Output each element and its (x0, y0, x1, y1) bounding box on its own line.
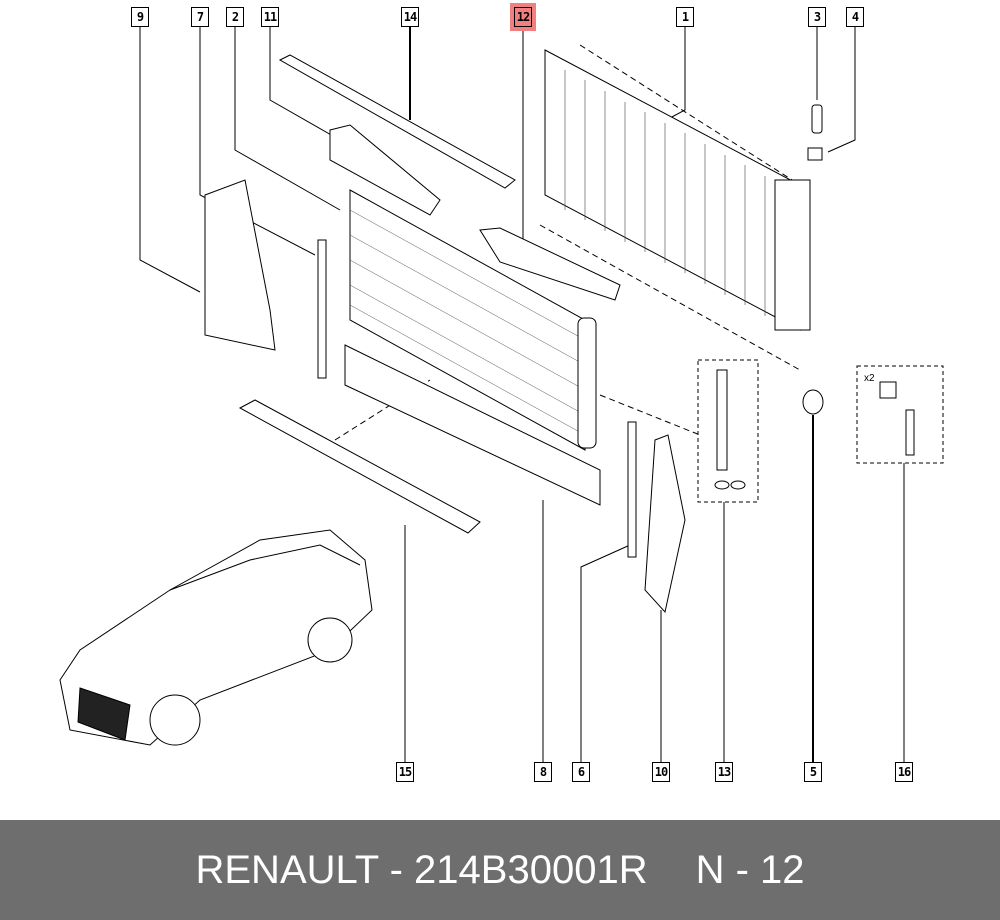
part-number-label: RENAULT - 214B30001R (195, 847, 648, 892)
callout-15[interactable]: 15 (396, 762, 414, 782)
part-2-condenser (349, 189, 597, 451)
part-11-deflector (329, 124, 441, 216)
footer-bar: RENAULT - 214B30001R N - 12 (0, 820, 1000, 920)
callout-16[interactable]: 16 (895, 762, 913, 782)
callout-9[interactable]: 9 (131, 7, 149, 27)
callout-11[interactable]: 11 (261, 7, 279, 27)
parts-diagram: x2 (59, 26, 944, 763)
callout-2[interactable]: 2 (226, 7, 244, 27)
part-12-deflector (479, 227, 621, 301)
callout-4[interactable]: 4 (846, 7, 864, 27)
part-14-seal-strip (278, 54, 516, 189)
callout-10[interactable]: 10 (652, 762, 670, 782)
part-9-side-deflector (204, 179, 276, 351)
part-16-kit-box (856, 365, 944, 464)
kit-quantity: x2 (864, 373, 875, 384)
callout-12-highlighted[interactable]: 12 (510, 3, 536, 31)
part-7-seal (317, 239, 327, 379)
callout-13[interactable]: 13 (715, 762, 733, 782)
part-13-kit-box (697, 359, 759, 503)
part-15-seal-strip (238, 399, 481, 534)
callout-7[interactable]: 7 (191, 7, 209, 27)
part-8-lower-cooler (344, 344, 601, 506)
callout-1[interactable]: 1 (676, 7, 694, 27)
callout-8[interactable]: 8 (534, 762, 552, 782)
vehicle-illustration (59, 529, 373, 746)
callout-3[interactable]: 3 (808, 7, 826, 27)
part-6-seal (627, 421, 637, 558)
part-1-radiator (544, 49, 811, 331)
callout-14[interactable]: 14 (401, 7, 419, 27)
callout-5[interactable]: 5 (804, 762, 822, 782)
callout-6[interactable]: 6 (572, 762, 590, 782)
part-4-clip (807, 147, 823, 161)
part-5-mount (802, 389, 824, 415)
item-number-label: N - 12 (695, 847, 805, 892)
part-3-clip (811, 104, 823, 134)
part-10-side-deflector (644, 434, 686, 614)
